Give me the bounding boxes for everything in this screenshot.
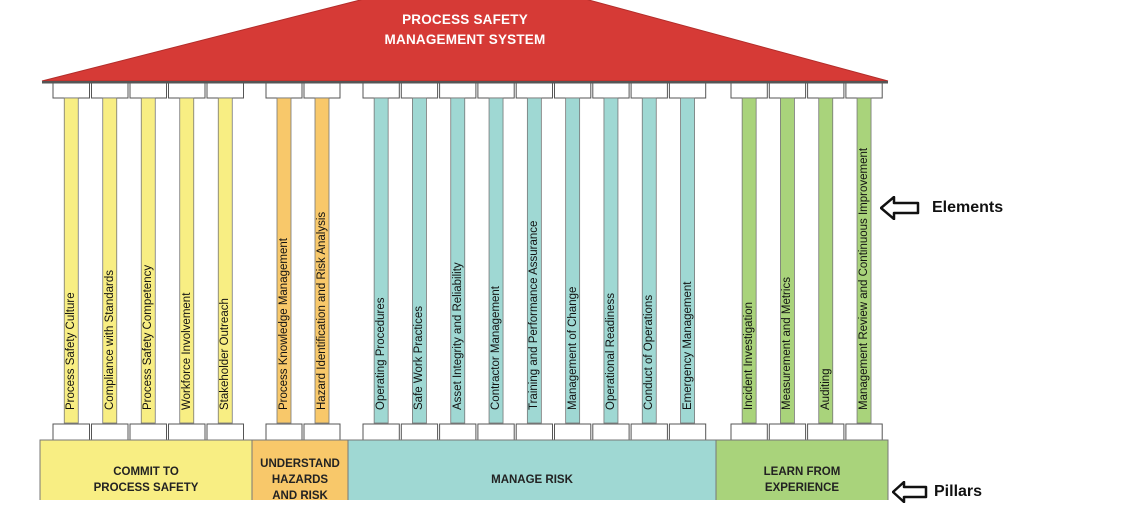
pillar-shaft <box>526 97 542 424</box>
pillar-capital-top <box>265 82 303 99</box>
pillar-shaft <box>565 97 581 424</box>
pillar-shafts <box>63 97 872 424</box>
pillar-capital-bottom <box>400 423 439 441</box>
pillar-capital-bottom <box>768 423 807 441</box>
pillar-shaft <box>641 97 657 424</box>
element-label: Contractor Management <box>490 285 503 410</box>
elements-callout: Elements <box>880 196 1003 220</box>
pillar-shaft <box>63 97 79 424</box>
pillar-shaft <box>140 97 156 424</box>
pillar-capital-top <box>630 82 668 99</box>
pillar-capital-top <box>400 82 439 99</box>
element-label: Incident Investigation <box>743 301 756 410</box>
pillar-label: LEARN FROM EXPERIENCE <box>763 466 841 494</box>
element-label: Emergency Management <box>681 281 694 410</box>
elements-callout-label: Elements <box>932 199 1004 216</box>
pillar-shaft <box>314 97 330 424</box>
pillar-shaft <box>217 97 233 424</box>
pillar-capital-bottom <box>477 423 515 441</box>
pillar-capital-bottom <box>668 423 707 441</box>
pillar-shaft <box>818 97 834 424</box>
element-label: Management of Change <box>566 286 579 410</box>
pillar-shaft <box>488 97 504 424</box>
pillar-capital-top <box>515 82 554 99</box>
element-label: Asset Integrity and Reliability <box>451 262 464 410</box>
roof-title: PROCESS SAFETY MANAGEMENT SYSTEM <box>0 10 930 50</box>
pillar-capital-bottom <box>265 423 303 441</box>
pillar-capital-top <box>768 82 807 99</box>
pillar-capital-bottom <box>129 423 167 441</box>
element-label: Operating Procedures <box>375 297 388 410</box>
pillars-callout-label: Pillars <box>934 483 983 500</box>
pillar-capital-bottom <box>91 423 129 441</box>
pillar-bases <box>39 439 889 500</box>
pillar-label: UNDERSTAND HAZARDS AND RISK <box>260 458 340 502</box>
pillar-shaft <box>780 97 795 424</box>
pillar-capital-top <box>129 82 167 99</box>
pillar-capital-top <box>807 82 845 99</box>
pillar-shaft <box>741 97 757 424</box>
pillar-capital-top <box>206 82 244 99</box>
pillar-base <box>39 439 253 500</box>
pillar-capital-top <box>554 82 592 99</box>
element-label: Management Review and Continuous Improve… <box>858 147 871 410</box>
pillar-capital-bottom <box>168 423 206 441</box>
pillar-shaft <box>412 97 427 424</box>
element-label: Workforce Involvement <box>180 292 193 410</box>
pillar-capital-top <box>91 82 129 99</box>
pillar-capital-top <box>439 82 477 99</box>
pillar-shaft <box>373 97 389 424</box>
pillar-capital-top <box>168 82 206 99</box>
element-label: Auditing <box>819 368 832 410</box>
element-label: Conduct of Operations <box>643 294 656 410</box>
arrow-left-icon <box>880 196 920 220</box>
pillar-shaft <box>276 97 292 424</box>
pillar-capital-bottom <box>362 423 400 441</box>
roof-title-line1: PROCESS SAFETY <box>402 12 528 27</box>
element-label: Process Knowledge Management <box>278 238 290 410</box>
pillar-capital-bottom <box>303 423 341 441</box>
pillar-capital-bottom <box>554 423 592 441</box>
pillar-shaft <box>680 97 695 424</box>
pillar-capital-top <box>668 82 707 99</box>
pillar-base <box>251 439 349 500</box>
pillar-capital-top <box>52 82 90 99</box>
element-label: Compliance with Standards <box>103 270 116 410</box>
pillar-shaft <box>102 97 118 424</box>
pillar-capital-top <box>730 82 768 99</box>
pillar-shaft <box>179 97 195 424</box>
pillar-capital-bottom <box>439 423 477 441</box>
pillar-label: MANAGE RISK <box>491 474 573 486</box>
pillar-capital-top <box>303 82 341 99</box>
pillar-capital-bottom <box>52 423 90 441</box>
element-label: Safe Work Practices <box>413 306 426 410</box>
element-label: Process Safety Competency <box>142 264 155 410</box>
pillar-capital-bottom <box>206 423 244 441</box>
pillar-capital-top <box>477 82 515 99</box>
pillar-shaft <box>603 97 619 424</box>
element-label: Process Safety Culture <box>65 292 78 410</box>
element-label: Training and Performance Assurance <box>528 220 541 410</box>
pillar-capital-top <box>362 82 400 99</box>
pillar-capital-top <box>845 82 883 99</box>
pillar-label: COMMIT TO PROCESS SAFETY <box>93 466 199 494</box>
roof-title-line2: MANAGEMENT SYSTEM <box>384 32 546 47</box>
element-label: Stakeholder Outreach <box>219 298 232 410</box>
pillar-capital-bottom <box>630 423 668 441</box>
element-label: Operational Readiness <box>604 293 617 410</box>
pillar-capital-bottom <box>845 423 883 441</box>
pillar-capital-bottom <box>730 423 768 441</box>
pillar-capital-bottom <box>807 423 845 441</box>
element-label: Hazard Identification and Risk Analysis <box>316 211 328 410</box>
pillar-shaft <box>856 97 872 424</box>
pillar-capital-bottom <box>592 423 630 441</box>
pillar-shaft <box>450 97 466 424</box>
pillar-capital-bottom <box>515 423 554 441</box>
roof-beam <box>42 81 888 83</box>
element-label: Measurement and Metrics <box>781 277 794 410</box>
pillar-base <box>715 439 889 500</box>
pillar-capital-top <box>592 82 630 99</box>
